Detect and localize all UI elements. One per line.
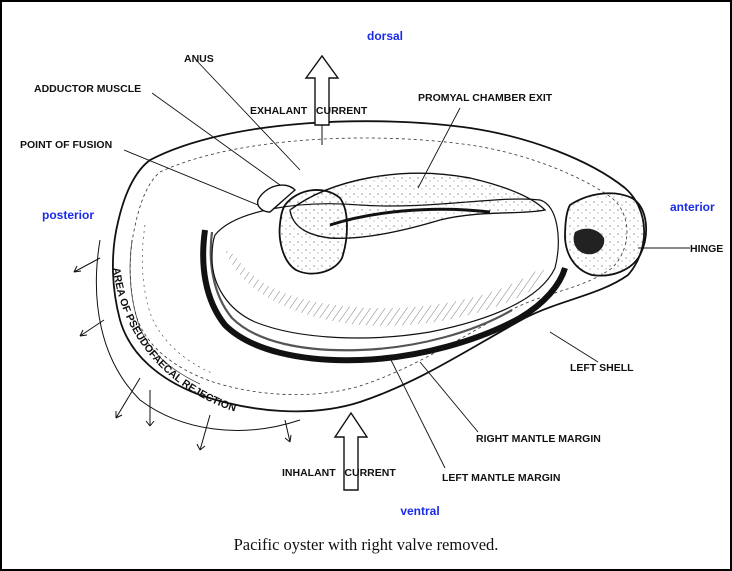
label-promyal-chamber-exit: PROMYAL CHAMBER EXIT — [418, 92, 553, 104]
adductor-muscle — [280, 190, 347, 274]
label-right-mantle-margin: RIGHT MANTLE MARGIN — [476, 433, 601, 445]
figure-caption: Pacific oyster with right valve removed. — [0, 535, 732, 555]
label-anus: ANUS — [184, 53, 214, 65]
label-dorsal: dorsal — [367, 29, 403, 43]
label-adductor-muscle: ADDUCTOR MUSCLE — [34, 83, 141, 95]
label-ventral: ventral — [400, 504, 439, 518]
label-left-shell: LEFT SHELL — [570, 362, 634, 374]
label-anterior: anterior — [670, 200, 715, 214]
label-exhalant-current: EXHALANT CURRENT — [250, 105, 368, 117]
label-point-of-fusion: POINT OF FUSION — [20, 139, 112, 151]
label-posterior: posterior — [42, 208, 94, 222]
label-left-mantle-margin: LEFT MANTLE MARGIN — [442, 472, 560, 484]
label-hinge: HINGE — [690, 243, 723, 255]
label-inhalant-current: INHALANT CURRENT — [282, 467, 396, 479]
